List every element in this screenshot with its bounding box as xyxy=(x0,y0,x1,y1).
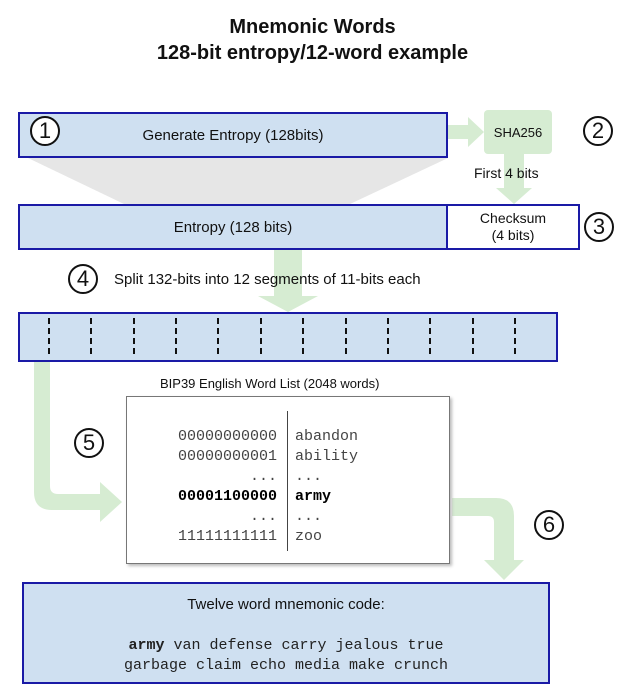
arrow-to-segments xyxy=(258,250,318,312)
segment-divider xyxy=(302,318,305,354)
entropy-box: Entropy (128 bits) xyxy=(18,204,448,250)
wordlist-bits: 00000000000 xyxy=(177,428,277,445)
first-bits-label: First 4 bits xyxy=(474,165,539,181)
checksum-bits-label: (4 bits) xyxy=(491,227,535,243)
arrow-to-sha256 xyxy=(448,117,484,147)
wordlist-word: army xyxy=(295,488,332,505)
step-6-number: 6 xyxy=(542,512,556,537)
wordlist-bits: 00000000001 xyxy=(177,448,277,465)
mnemonic-box: Twelve word mnemonic code: army van defe… xyxy=(22,582,550,684)
arrow-sha256-to-checksum xyxy=(496,154,532,204)
segment-divider xyxy=(217,318,220,354)
mnemonic-code: army van defense carry jealous true garb… xyxy=(24,636,548,676)
step-6-marker: 6 xyxy=(534,510,564,540)
step-1-number: 1 xyxy=(38,118,52,143)
mnemonic-line-2: garbage claim echo media make crunch xyxy=(123,657,449,674)
step-3-marker: 3 xyxy=(584,212,614,242)
wordlist-divider xyxy=(287,411,288,551)
wordlist-bits: 00001100000 xyxy=(177,488,277,505)
generate-entropy-box: Generate Entropy (128bits) xyxy=(18,112,448,158)
entropy-funnel xyxy=(28,158,448,204)
step-2-marker: 2 xyxy=(583,116,613,146)
segment-divider xyxy=(429,318,432,354)
segment-divider xyxy=(90,318,93,354)
wordlist-bits: ... xyxy=(249,468,277,485)
segment-divider xyxy=(132,318,135,354)
wordlist-word: ability xyxy=(295,448,359,465)
segment-divider xyxy=(259,318,262,354)
mnemonic-line-1-rest: van defense carry jealous true xyxy=(164,637,444,654)
mnemonic-line-1: army van defense carry jealous true xyxy=(24,636,548,656)
step-4-marker: 4 xyxy=(68,264,98,294)
sha256-label: SHA256 xyxy=(493,124,543,140)
wordlist-bits: 11111111111 xyxy=(177,528,277,545)
wordlist-word: abandon xyxy=(295,428,359,445)
generate-entropy-label: Generate Entropy (128bits) xyxy=(142,126,324,144)
step-5-number: 5 xyxy=(82,430,96,455)
diagram-title: Mnemonic Words 128-bit entropy/12-word e… xyxy=(0,14,625,66)
segment-divider xyxy=(48,318,50,354)
mnemonic-first-word: army xyxy=(128,637,165,654)
title-line-1: Mnemonic Words xyxy=(229,16,396,38)
segment-divider xyxy=(386,318,389,354)
wordlist-word: ... xyxy=(295,508,323,525)
segment-divider xyxy=(471,318,474,354)
step-2-number: 2 xyxy=(591,118,605,143)
mnemonic-title: Twelve word mnemonic code: xyxy=(187,596,385,613)
step-4-number: 4 xyxy=(76,266,90,291)
segments-bar xyxy=(18,312,558,362)
checksum-label: Checksum xyxy=(479,210,547,226)
segment-divider xyxy=(175,318,178,354)
arrow-to-mnemonic xyxy=(452,498,524,580)
arrow-to-wordlist xyxy=(34,362,122,522)
wordlist-bits: ... xyxy=(249,508,277,525)
entropy-label: Entropy (128 bits) xyxy=(173,218,293,236)
sha256-box: SHA256 xyxy=(484,110,552,154)
split-description: Split 132-bits into 12 segments of 11-bi… xyxy=(114,271,421,288)
title-line-2: 128-bit entropy/12-word example xyxy=(156,42,469,64)
wordlist-title: BIP39 English Word List (2048 words) xyxy=(160,376,380,391)
wordlist-box: 00000000000 abandon 00000000001 ability....… xyxy=(126,396,450,564)
segment-divider xyxy=(344,318,347,354)
step-5-marker: 5 xyxy=(74,428,104,458)
step-1-marker: 1 xyxy=(30,116,60,146)
wordlist-word: ... xyxy=(295,468,323,485)
wordlist-word: zoo xyxy=(295,528,323,545)
segment-divider xyxy=(514,318,516,354)
step-3-number: 3 xyxy=(592,214,606,239)
checksum-box: Checksum (4 bits) xyxy=(446,204,580,250)
